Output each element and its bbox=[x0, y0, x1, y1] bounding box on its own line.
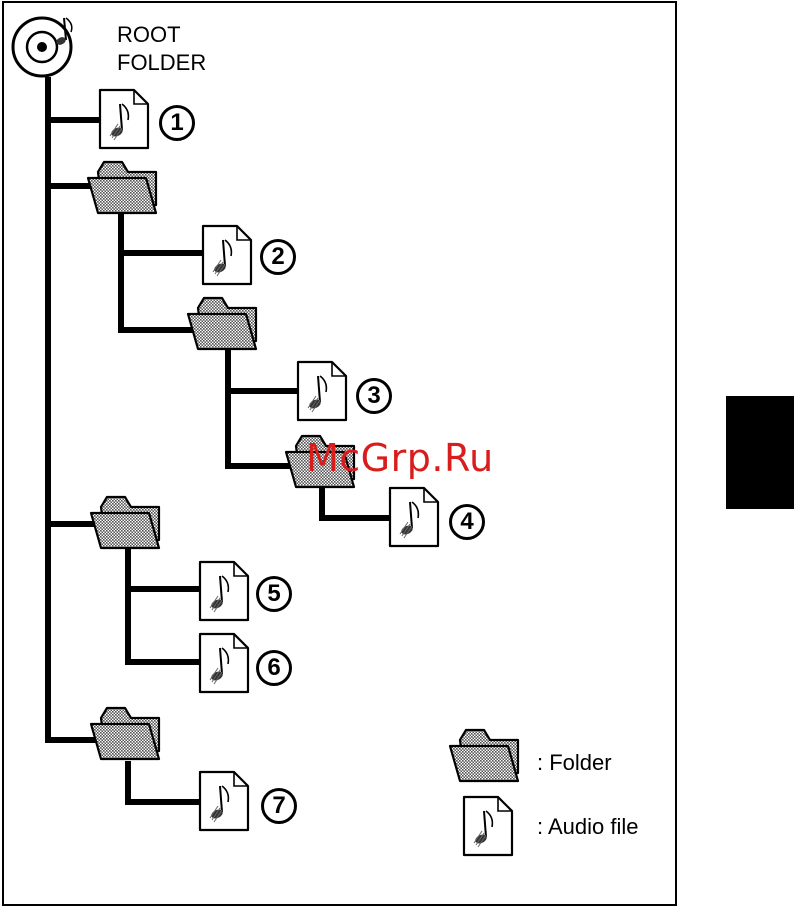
file-number-6: 6 bbox=[256, 650, 292, 686]
folder-icon bbox=[91, 497, 159, 548]
legend-folder-icon bbox=[450, 730, 518, 781]
file-number-7: 7 bbox=[261, 788, 297, 824]
file-number-2: 2 bbox=[260, 239, 296, 275]
file-number-1: 1 bbox=[159, 105, 195, 141]
audio-file-icon bbox=[298, 362, 346, 420]
audio-file-icon bbox=[200, 634, 248, 692]
legend-audio-file-icon bbox=[464, 797, 512, 855]
disc-icon bbox=[13, 18, 72, 76]
folder-icon bbox=[88, 162, 156, 213]
audio-file-icon bbox=[100, 90, 148, 148]
root-label-line2: FOLDER bbox=[117, 49, 206, 77]
root-folder-label: ROOT FOLDER bbox=[117, 21, 206, 77]
folder-icon bbox=[188, 298, 256, 349]
file-number-3: 3 bbox=[356, 378, 392, 414]
audio-file-icon bbox=[390, 488, 438, 546]
legend-audio-file-label: : Audio file bbox=[537, 814, 639, 840]
folder-icon bbox=[91, 708, 159, 759]
file-number-5: 5 bbox=[256, 576, 292, 612]
audio-file-icon bbox=[203, 226, 251, 284]
watermark-text: McGrp.Ru bbox=[306, 436, 494, 480]
file-number-4: 4 bbox=[449, 504, 485, 540]
legend-folder-label: : Folder bbox=[537, 750, 612, 776]
audio-file-icon bbox=[200, 562, 248, 620]
audio-file-icon bbox=[200, 772, 248, 830]
root-label-line1: ROOT bbox=[117, 21, 206, 49]
